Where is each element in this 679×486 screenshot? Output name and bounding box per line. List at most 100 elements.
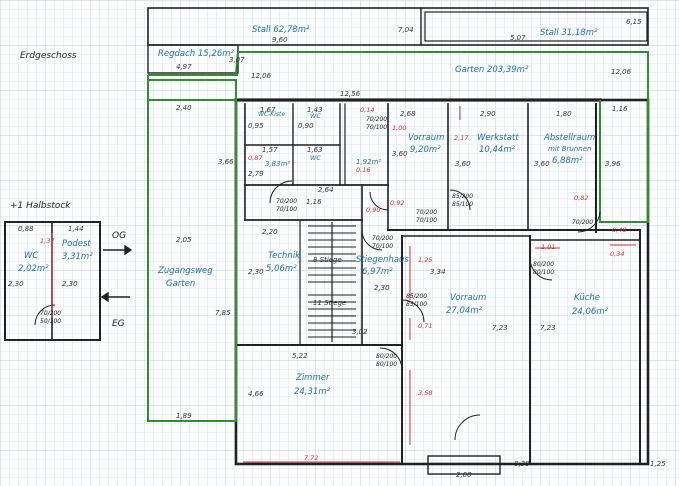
room-kueche-area: 24,06m²	[572, 307, 609, 317]
room-stall-large: Stall 62,78m²	[252, 25, 310, 35]
red-dim-034: 0,34	[610, 250, 624, 258]
room-vorraum-small-area: 9,20m²	[410, 145, 441, 155]
dim-030: 0,30	[514, 460, 530, 468]
room-zugangsweg: Zugangsweg	[157, 266, 213, 276]
dim-hs-088: 0,88	[18, 225, 34, 233]
dim-205: 2,05	[176, 236, 192, 244]
dim-723b: 7,23	[540, 324, 556, 332]
dim-360b: 3,60	[455, 160, 471, 168]
dim-163: 1,63	[307, 146, 323, 154]
room-stall-small: Stall 31,18m²	[540, 28, 598, 38]
door-85-100: 85/100	[452, 201, 473, 208]
door-swings	[34, 180, 601, 441]
dim-180: 1,80	[556, 110, 572, 118]
room-stiegenhaus: Stiegenhaus	[356, 255, 409, 265]
room-small-area-2: 1,92m²	[356, 158, 381, 166]
room-wc-1: WC	[310, 112, 321, 120]
door-85-200b: 85/200	[406, 293, 427, 300]
og-label: OG	[112, 231, 126, 241]
red-dim-137: 1,37	[40, 237, 55, 245]
red-dim-217: 2,17	[454, 134, 469, 142]
dim-279: 2,79	[248, 170, 264, 178]
door-70-100e: 70/100	[372, 243, 393, 250]
room-wc-half-area: 2,02m²	[18, 264, 49, 274]
dim-hs-144: 1,44	[68, 225, 84, 233]
dim-167: 1,67	[260, 106, 276, 114]
dim-125: 1,25	[650, 460, 666, 468]
dim-095: 0,95	[248, 122, 264, 130]
room-abstellraum: Abstellraum	[543, 133, 595, 143]
room-small-area-1: 3,83m²	[265, 160, 290, 168]
stairs	[308, 222, 356, 342]
red-dim-358: 3,58	[418, 389, 432, 397]
dim-200: 2,00	[456, 471, 472, 479]
room-wc-kiste: WC-Kiste	[258, 111, 285, 118]
room-vorraum-small: Vorraum	[408, 133, 444, 143]
dim-264: 2,64	[318, 186, 334, 194]
room-zimmer-area: 24,31m²	[294, 387, 331, 397]
room-vorraum-large-area: 27,04m²	[446, 306, 483, 316]
dim-240: 2,40	[176, 104, 192, 112]
door-70-100: 70/100	[276, 206, 297, 213]
red-dim-092: 0,92	[390, 199, 404, 207]
dim-302: 3,02	[352, 328, 368, 336]
door-70-200c: 70/200	[416, 209, 437, 216]
red-dim-125: 1,25	[418, 256, 432, 264]
dim-497: 4,97	[176, 63, 192, 71]
dim-360a: 3,60	[392, 150, 408, 158]
door-80-100: 80/100	[376, 361, 397, 368]
room-podest: Podest	[62, 239, 91, 249]
dim-hs-230b: 2,30	[62, 280, 78, 288]
room-technik-area: 5,06m²	[266, 264, 297, 274]
eg-label: EG	[112, 319, 125, 329]
dim-290: 2,90	[480, 110, 496, 118]
red-dim-087: 0,87	[248, 154, 263, 162]
dim-366: 3,66	[218, 158, 234, 166]
red-dim-100: 1,00	[392, 124, 406, 132]
dim-522: 5,22	[292, 352, 308, 360]
red-dim-090: 0,90	[366, 206, 380, 214]
dim-1256: 12,56	[340, 90, 361, 98]
red-dim-101: 1,01	[541, 243, 555, 251]
dim-334: 3,34	[430, 268, 446, 276]
red-dim-016: 0,16	[356, 166, 370, 174]
dim-507: 5,07	[510, 34, 526, 42]
door-80-200: 80/200	[376, 353, 397, 360]
room-wc-2: WC	[310, 154, 321, 162]
dim-hs-230a: 2,30	[8, 280, 24, 288]
dim-704: 7,04	[398, 26, 414, 34]
dim-1206b: 12,06	[611, 68, 632, 76]
dim-230b: 2,30	[374, 284, 390, 292]
room-regendach: Regdach 15,26m²	[158, 49, 235, 59]
room-werkstatt-area: 10,44m²	[479, 145, 516, 155]
door-50-100: 50/100	[40, 318, 61, 325]
dim-307: 3,07	[229, 56, 245, 64]
dim-960: 9,60	[272, 36, 288, 44]
dim-615: 6,15	[626, 18, 642, 26]
floor-title: Erdgeschoss	[20, 51, 77, 61]
stair-label-upper: 8 Stiege	[313, 256, 342, 264]
door-80-200b: 80/200	[533, 261, 554, 268]
red-dim-071: 0,71	[418, 322, 432, 330]
door-80-100b: 80/100	[533, 269, 554, 276]
room-garten: Garten 203,39m²	[455, 65, 529, 75]
door-70-100c: 70/100	[416, 217, 437, 224]
door-70-200e: 70/200	[372, 235, 393, 242]
dim-360c: 3,60	[534, 160, 550, 168]
dim-143: 1,43	[307, 106, 323, 114]
red-dim-772: 7,72	[304, 454, 318, 462]
dim-268: 2,68	[400, 110, 416, 118]
room-vorraum-large: Vorraum	[450, 293, 486, 303]
dim-396: 3,96	[605, 160, 621, 168]
room-technik: Technik	[268, 251, 301, 261]
door-70-200: 70/200	[276, 198, 297, 205]
door-70-200f: 70/200	[40, 310, 61, 317]
room-abstellraum-sub: mit Brunnen	[548, 145, 591, 153]
door-85-100b: 85/100	[406, 301, 427, 308]
stair-arrows	[100, 244, 133, 303]
room-kueche: Küche	[574, 293, 600, 303]
walls	[4, 7, 650, 475]
red-dim-014: 0,14	[360, 106, 374, 114]
room-stiegenhaus-area: 6,97m²	[362, 267, 393, 277]
